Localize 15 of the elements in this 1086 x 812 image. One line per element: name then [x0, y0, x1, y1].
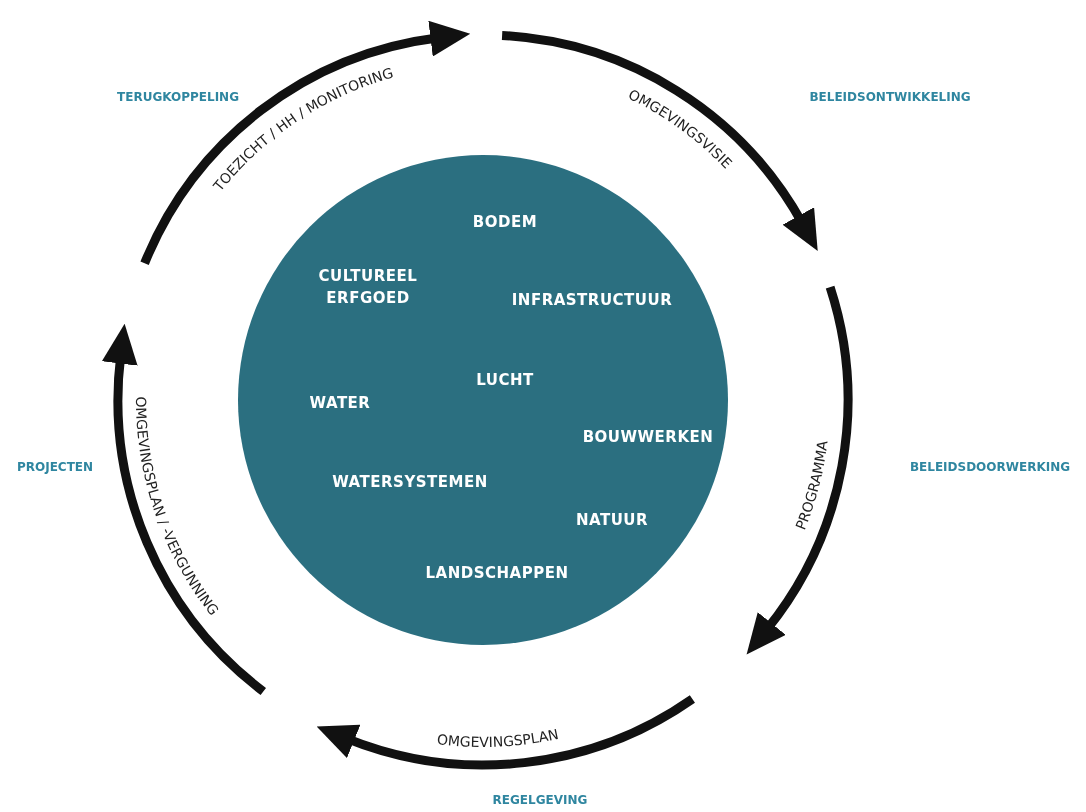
topic-text: WATER [309, 393, 371, 414]
phase-label: TERUGKOPPELING [117, 90, 239, 104]
topic-text: BOUWWERKEN [582, 427, 714, 448]
phase-label: BELEIDSONTWIKKELING [809, 90, 971, 104]
arrow-label: OMGEVINGSPLAN [436, 725, 560, 750]
phase-label: REGELGEVING [492, 793, 588, 807]
topic-text: INFRASTRUCTUUR [511, 290, 673, 311]
phase-label: BELEIDSDOORWERKING [909, 460, 1071, 474]
topic-text: BODEM [472, 212, 538, 233]
phase-label: PROJECTEN [16, 460, 94, 474]
topic-text: CULTUREEL ERFGOED [317, 266, 419, 309]
topic-text: LANDSCHAPPEN [425, 563, 569, 584]
topic-text: WATERSYSTEMEN [332, 472, 488, 493]
topic-text: LUCHT [476, 370, 534, 391]
topic-text: NATUUR [575, 510, 649, 531]
